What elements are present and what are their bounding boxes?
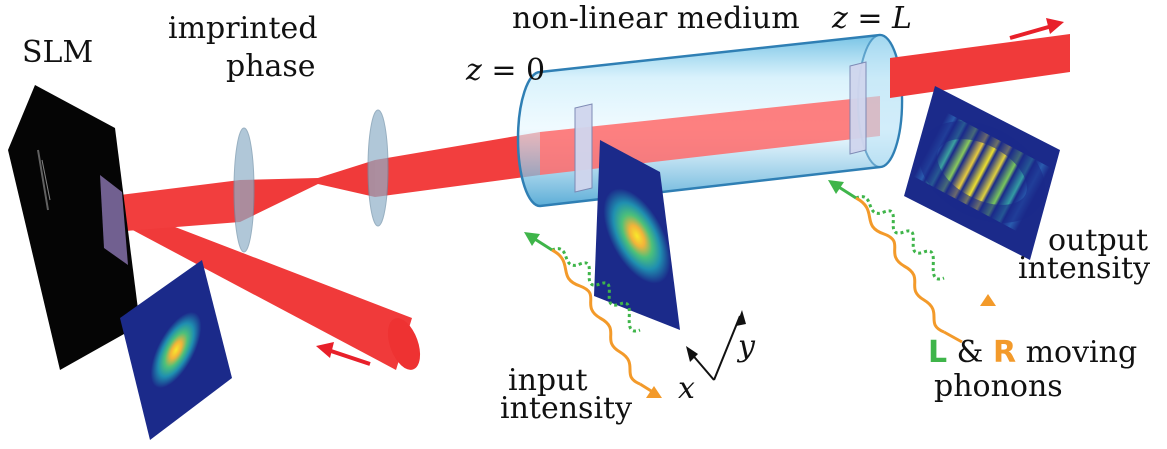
phonon-L: L bbox=[928, 335, 948, 370]
zL-eq: = bbox=[857, 1, 883, 36]
phonon-R: R bbox=[992, 335, 1017, 370]
nonlinear-medium bbox=[516, 33, 904, 208]
medium-label: non-linear medium bbox=[512, 1, 800, 36]
lens-1 bbox=[233, 127, 255, 253]
input-profile-slm bbox=[120, 260, 232, 440]
axes bbox=[686, 310, 746, 381]
phonon-label-line1: L & R moving bbox=[928, 338, 1137, 368]
phonon-waves-input bbox=[524, 232, 662, 398]
phonon-waves-output bbox=[828, 180, 996, 344]
z0-eq: = bbox=[491, 53, 517, 88]
output-profile bbox=[904, 86, 1060, 260]
zL-val: L bbox=[892, 1, 912, 36]
input-label-2: intensity bbox=[500, 391, 633, 426]
axis-y-label: y bbox=[738, 329, 755, 364]
z0-label: z = 0 bbox=[466, 56, 545, 86]
lens-2 bbox=[367, 109, 389, 227]
z0-val: 0 bbox=[526, 53, 546, 88]
output-label-2: intensity bbox=[1018, 251, 1151, 286]
direction-arrows bbox=[316, 18, 1064, 366]
zL-label: z = L bbox=[832, 4, 912, 34]
main-beam bbox=[112, 132, 540, 232]
phase-label: phase bbox=[226, 49, 316, 84]
input-beam bbox=[110, 202, 421, 370]
phonon-amp: & bbox=[956, 335, 984, 370]
phonon-moving: moving bbox=[1025, 335, 1138, 370]
input-label-1: input bbox=[508, 363, 588, 398]
axis-x-label: x bbox=[678, 371, 695, 406]
output-label-1: output bbox=[1048, 223, 1149, 258]
slm-label: SLM bbox=[22, 35, 94, 70]
input-profile-z0 bbox=[594, 140, 680, 330]
z0-var: z bbox=[466, 53, 482, 88]
zL-var: z bbox=[832, 1, 848, 36]
imprinted-label: imprinted bbox=[168, 11, 318, 46]
output-beam bbox=[890, 34, 1070, 98]
slm-device bbox=[8, 85, 140, 370]
phonons-label: phonons bbox=[934, 369, 1063, 404]
